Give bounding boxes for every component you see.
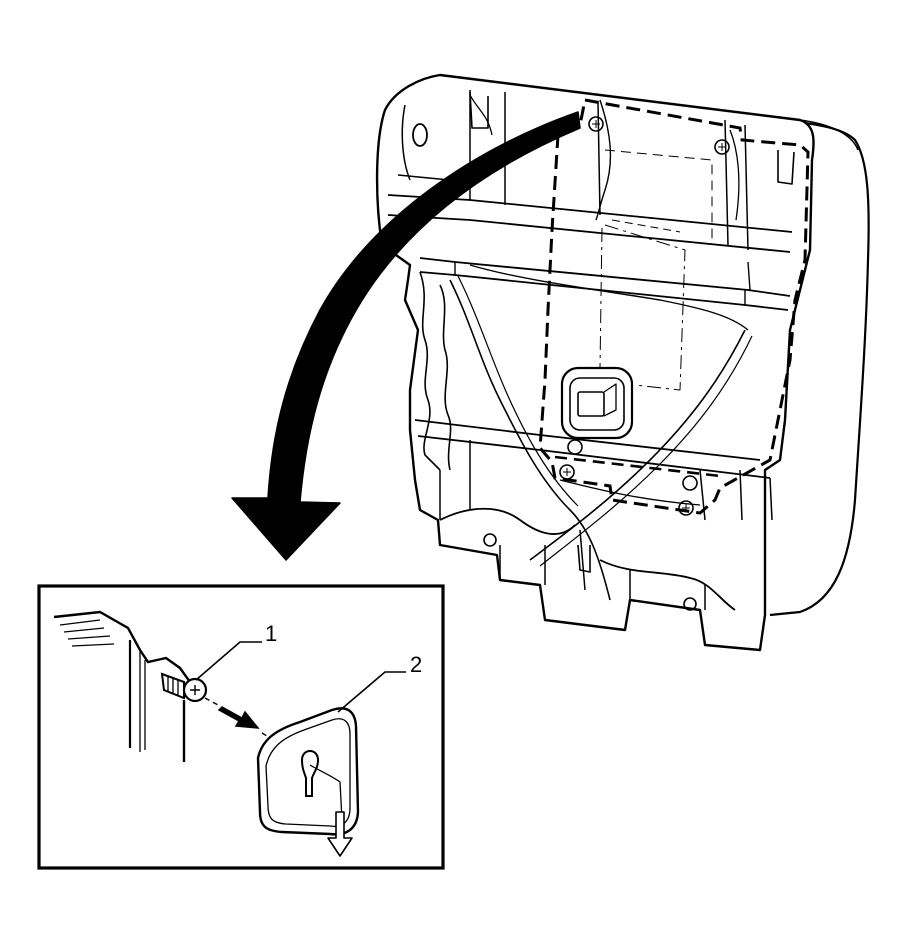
screw-icon [160,672,208,703]
callout-1-leader [195,641,262,681]
callout-2-label: 2 [410,652,422,677]
curved-arrow-icon [231,111,581,561]
inset-seat-edge [53,610,191,762]
seat-back-frame [375,73,870,652]
retainer-clip-icon [256,707,360,836]
panel-outline-dashed [538,98,810,515]
callout-1-label: 1 [265,621,277,646]
panel-outline-inner-dashed [554,455,721,478]
slide-down-arrow-icon [327,811,353,857]
detail-inset-frame [37,584,445,870]
callout-2-leader [337,671,406,713]
